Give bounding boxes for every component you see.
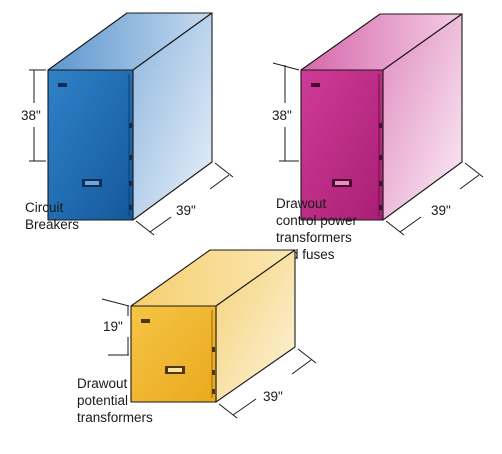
height-label: 38" [21, 108, 41, 123]
depth-label: 39" [431, 203, 451, 218]
unit-caption: Circuit Breakers [25, 200, 79, 232]
nameplate-icon [58, 83, 67, 87]
handle-slot [85, 181, 99, 185]
height-label: 38" [272, 108, 292, 123]
drawout-pt-unit: 19" 39" Drawout potential transformers [77, 249, 317, 425]
depth-label: 39" [263, 389, 283, 404]
height-dimension: 38" [272, 62, 300, 162]
depth-label: 39" [176, 203, 196, 218]
handle-slot [335, 181, 349, 185]
box-front-face [130, 305, 217, 403]
height-dimension: 19" [101, 298, 130, 356]
unit-box [47, 12, 213, 221]
depth-dimension: 39" [218, 348, 317, 419]
door-hinges [379, 123, 382, 210]
unit-box [300, 13, 463, 221]
door-hinges [129, 123, 132, 210]
nameplate-icon [311, 83, 320, 87]
depth-dimension: 39" [385, 162, 484, 236]
door-hinges [212, 347, 215, 394]
height-label: 19" [103, 319, 123, 334]
unit-box [130, 249, 296, 403]
height-dimension: 38" [21, 69, 46, 162]
handle-slot [168, 368, 182, 372]
unit-caption: Drawout potential transformers [77, 376, 153, 425]
box-front-face [300, 69, 384, 221]
depth-dimension: 39" [135, 162, 234, 236]
nameplate-icon [141, 319, 150, 323]
circuit-breaker-unit: 38" 39" Circuit Breakers [21, 12, 234, 236]
box-front-face [47, 69, 134, 221]
drawout-cpt-unit: 38" 39" Drawout control power transforme… [272, 13, 484, 262]
